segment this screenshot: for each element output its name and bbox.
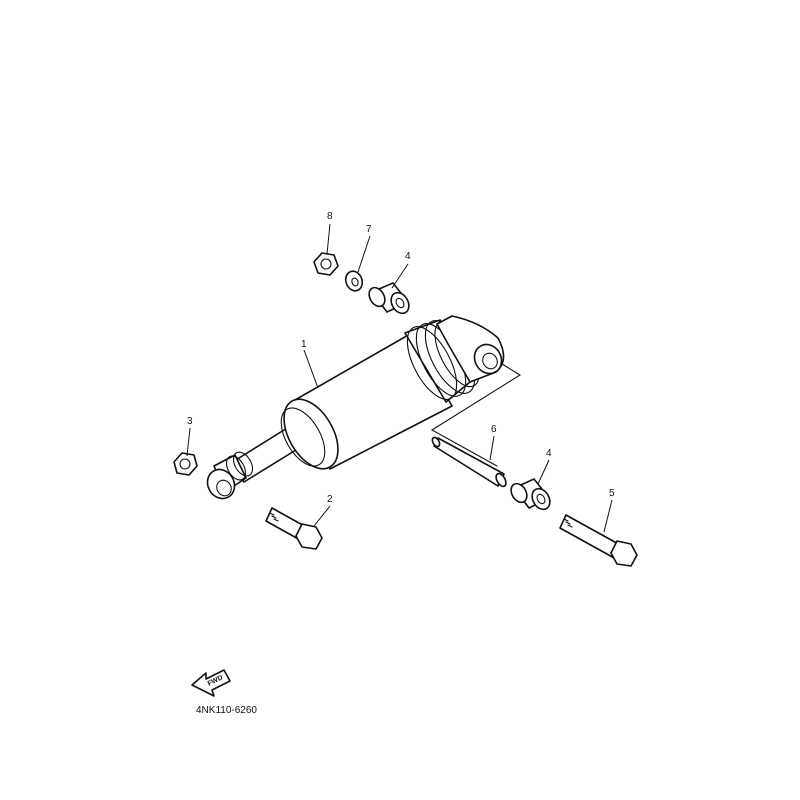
bolt-lower — [265, 507, 323, 550]
callout-6: 6 — [491, 424, 497, 435]
collar-upper — [368, 282, 410, 315]
callout-3: 3 — [187, 416, 193, 427]
bolt-right — [559, 514, 638, 567]
washer — [344, 270, 364, 292]
callout-leaders — [186, 223, 613, 533]
nut-upper — [313, 252, 339, 276]
callout-8: 8 — [327, 211, 333, 222]
pin-collar — [431, 436, 507, 488]
callout-4-lower: 4 — [546, 448, 552, 459]
callout-2: 2 — [327, 494, 333, 505]
shock-absorber — [206, 315, 505, 500]
callout-5: 5 — [609, 488, 615, 499]
nut-lower — [173, 452, 198, 476]
diagram-code: 4NK110-6260 — [196, 705, 257, 716]
callout-1: 1 — [301, 339, 307, 350]
callout-4-upper: 4 — [405, 251, 411, 262]
forward-arrow-icon: FWD — [191, 669, 231, 697]
assembly-lines — [430, 363, 522, 467]
callout-7: 7 — [366, 224, 372, 235]
collar-lower — [510, 478, 551, 511]
callout-labels: 8 7 4 1 3 2 6 4 5 — [187, 211, 615, 505]
